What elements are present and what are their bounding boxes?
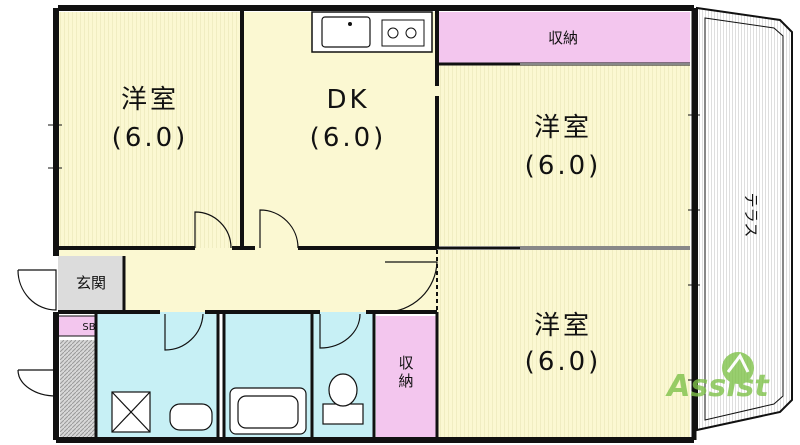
windows bbox=[48, 63, 700, 381]
dk-size: (6.0) bbox=[310, 123, 387, 153]
dk-name: DK bbox=[326, 85, 369, 115]
kitchen-counter bbox=[311, 11, 433, 53]
sb-label: SB bbox=[82, 322, 95, 333]
room-e-name: 洋室 bbox=[534, 113, 592, 143]
bathtub-icon bbox=[229, 387, 307, 435]
fixtures bbox=[111, 373, 364, 435]
entrance bbox=[58, 256, 124, 312]
room-se-name: 洋室 bbox=[534, 311, 592, 341]
room-nw bbox=[58, 12, 242, 248]
room-nw-name: 洋室 bbox=[121, 85, 179, 115]
room-e-size: (6.0) bbox=[525, 151, 602, 181]
storage-bottom-label-1: 収納 bbox=[398, 354, 413, 390]
toilet-bowl-icon bbox=[328, 373, 358, 407]
room-se bbox=[437, 250, 690, 437]
terrace-label: テラス bbox=[742, 193, 760, 238]
terrace bbox=[696, 6, 793, 432]
toilet-tank-icon bbox=[322, 403, 364, 425]
room-se-size: (6.0) bbox=[525, 347, 602, 377]
door-swings bbox=[17, 209, 438, 397]
storage-top bbox=[437, 12, 690, 64]
entrance-label: 玄関 bbox=[76, 274, 106, 292]
room-e bbox=[437, 64, 690, 246]
room-nw-size: (6.0) bbox=[112, 123, 189, 153]
hatched-column bbox=[60, 340, 96, 437]
watermark-text: Assist bbox=[665, 369, 770, 404]
storage-bottom bbox=[376, 316, 436, 437]
assist-logo: Assist bbox=[665, 352, 770, 404]
sink-icon bbox=[321, 16, 371, 48]
stove-icon bbox=[381, 19, 425, 47]
storage-top-label: 収納 bbox=[548, 29, 578, 47]
walls bbox=[53, 5, 697, 443]
washbasin-icon bbox=[169, 403, 213, 431]
